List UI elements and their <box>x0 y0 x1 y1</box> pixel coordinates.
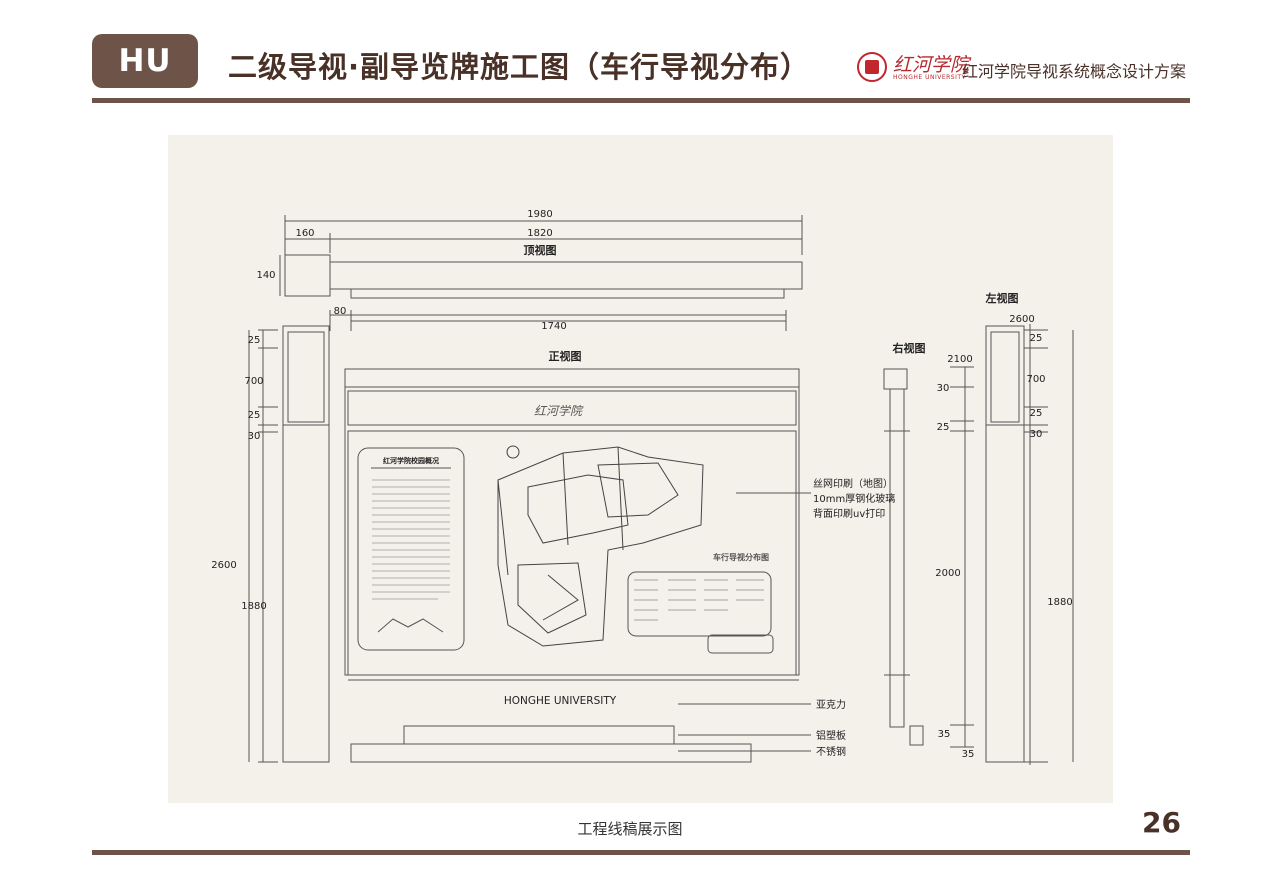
left-view-window <box>990 331 1020 423</box>
callout-print: 丝网印刷（地图） <box>813 477 893 490</box>
drawing-canvas: 1980 160 1820 140 顶视图 80 1740 正视图 2600 1… <box>211 209 1074 765</box>
footer-divider <box>92 850 1190 855</box>
dim-d-label: 30 <box>248 431 261 442</box>
dim-b-label: 700 <box>244 376 263 387</box>
page-title: 二级导视·副导览牌施工图（车行导视分布） <box>228 50 811 84</box>
drawing-caption: 工程线稿展示图 <box>577 820 683 838</box>
dim-a-label: 25 <box>248 335 261 346</box>
top-view-label: 顶视图 <box>524 243 557 257</box>
right-dim-35: 35 <box>938 729 951 740</box>
steel-base <box>350 743 752 763</box>
dim-main-label: 1820 <box>527 228 552 239</box>
left-dim-top: 2600 <box>1009 314 1034 325</box>
front-post <box>282 325 330 763</box>
logo-band <box>347 390 797 426</box>
header-divider <box>92 98 1190 103</box>
campus-info-card <box>357 447 465 651</box>
dim-offset-label: 80 <box>334 306 347 317</box>
left-dim-b: 700 <box>1026 374 1045 385</box>
right-view-label: 右视图 <box>892 341 926 355</box>
callout-glass: 10mm厚钢化玻璃 <box>813 492 895 505</box>
dim-depth-label: 140 <box>256 270 275 281</box>
callout-uv: 背面印刷uv打印 <box>813 507 885 520</box>
university-name: HONGHE UNIVERSITY <box>504 695 617 707</box>
dim-left-label: 160 <box>295 228 314 239</box>
right-dim-2000: 2000 <box>935 568 960 579</box>
left-dim-35: 35 <box>962 749 975 760</box>
aluminum-plate <box>403 725 675 745</box>
top-view-post <box>284 254 331 297</box>
dim-total-label: 1980 <box>527 209 552 220</box>
map-title: 车行导视分布图 <box>713 552 769 562</box>
map-panel <box>347 430 797 676</box>
left-dim-c: 25 <box>1030 408 1043 419</box>
right-dim-top: 2100 <box>947 354 972 365</box>
right-view-body <box>889 388 905 728</box>
sign-logo-text: 红河学院 <box>534 404 584 418</box>
left-dim-body: 1880 <box>1047 597 1072 608</box>
brand-badge: HU <box>92 34 198 88</box>
top-view-panel <box>329 261 803 290</box>
map-scale-box <box>707 634 774 654</box>
dim-c-label: 25 <box>248 410 261 421</box>
right-dim-25: 25 <box>937 422 950 433</box>
right-view-foot <box>909 725 924 746</box>
gate-illustration <box>377 618 444 633</box>
dim-height-label: 2600 <box>211 560 236 571</box>
front-view-label: 正视图 <box>549 349 582 363</box>
university-logo-text: 红河学院 <box>893 54 970 76</box>
dim-body-label: 1880 <box>241 601 266 612</box>
left-view-label: 左视图 <box>985 291 1019 305</box>
callout-acrylic: 亚克力 <box>816 698 846 711</box>
right-view-cap <box>883 368 908 390</box>
campus-map-lines <box>497 445 704 647</box>
left-dim-a: 25 <box>1030 333 1043 344</box>
front-post-window <box>287 331 325 423</box>
callout-aluminum: 铝塑板 <box>816 729 846 742</box>
engineering-drawing: 1980 160 1820 140 顶视图 80 1740 正视图 2600 1… <box>168 135 1113 803</box>
university-seal-icon <box>857 52 887 82</box>
campus-card-title: 红河学院校园概况 <box>383 456 439 465</box>
right-dim-30: 30 <box>937 383 950 394</box>
dim-panel-label: 1740 <box>541 321 566 332</box>
university-logo-en: HONGHE UNIVERSITY <box>893 74 966 81</box>
map-legend-box <box>627 571 772 637</box>
page-number: 26 <box>1142 806 1181 839</box>
left-dim-d: 30 <box>1030 429 1043 440</box>
left-view-post <box>985 325 1025 763</box>
callout-steel: 不锈钢 <box>816 745 846 758</box>
project-subtitle: 红河学院导视系统概念设计方案 <box>962 62 1187 81</box>
top-view-base <box>350 288 785 299</box>
